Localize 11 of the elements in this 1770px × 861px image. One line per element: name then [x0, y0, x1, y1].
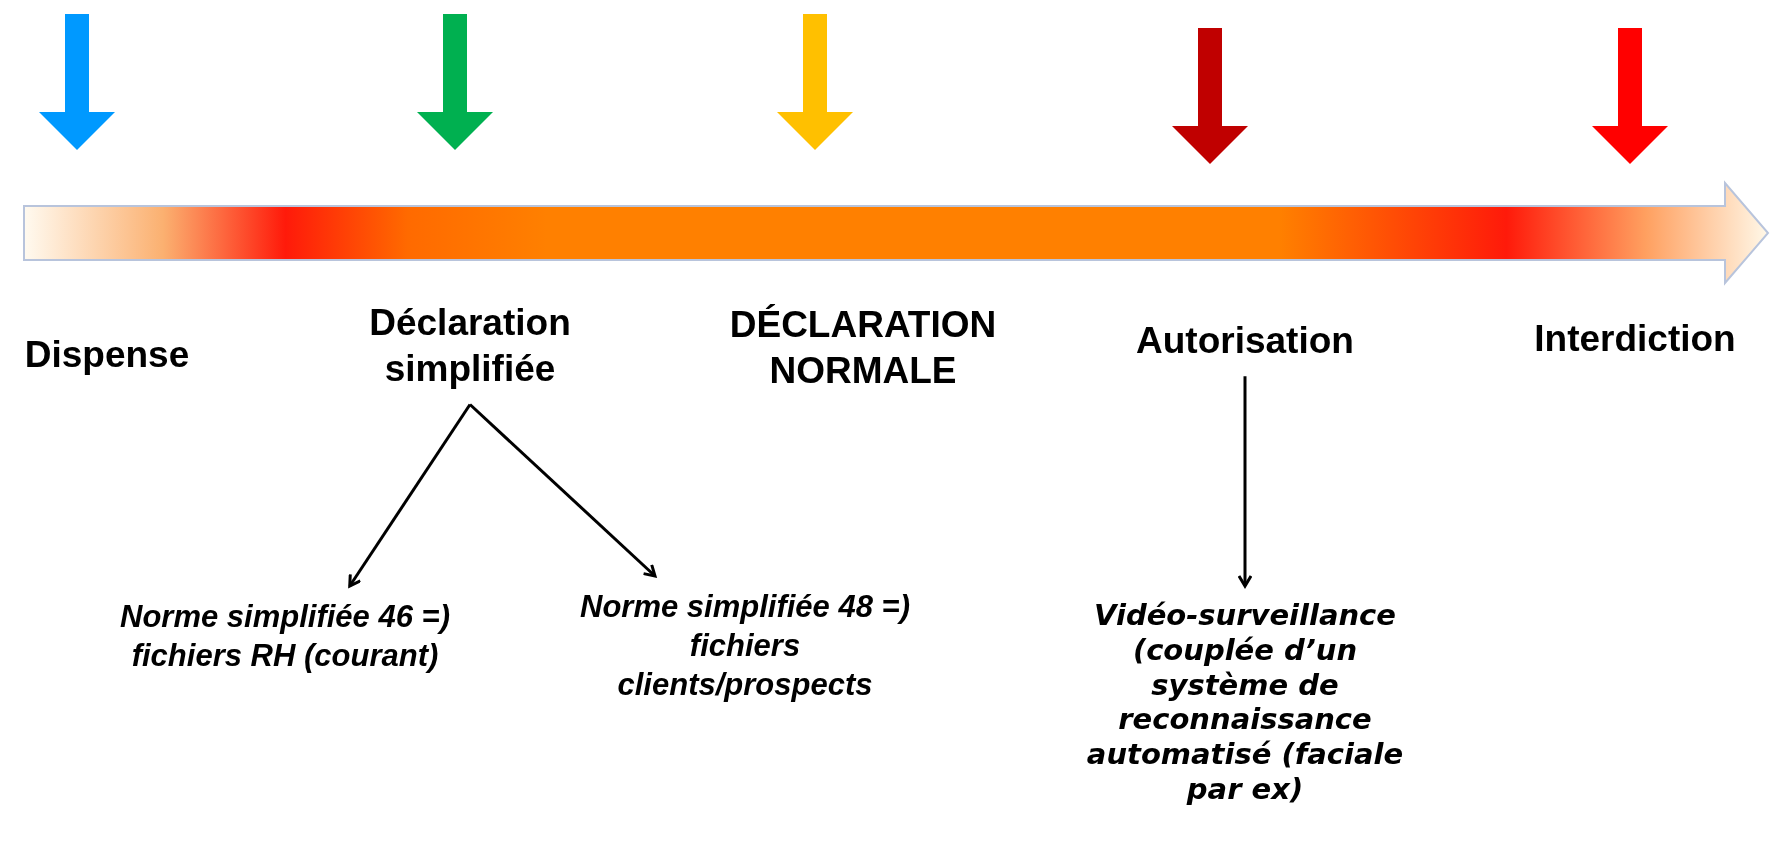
arrow	[348, 403, 472, 588]
stage-label: Interdiction	[1510, 316, 1760, 363]
stage-label: Déclaration simplifiée	[320, 300, 620, 393]
example-text: Norme simplifiée 46 =) fichiers RH (courant)	[115, 598, 455, 676]
example-text: Vidéo-surveillance (couplée d’un système de reconnaissance automatisé (faciale par ex)	[1060, 598, 1430, 807]
arrow	[1237, 376, 1253, 588]
stage-label: Dispense	[2, 332, 212, 379]
arrow	[469, 403, 657, 578]
stage-label: Autorisation	[1085, 318, 1405, 365]
example-text: Norme simplifiée 48 =) fichiers clients/prospects	[570, 588, 920, 705]
stage-label: DÉCLARATION NORMALE	[683, 302, 1043, 395]
